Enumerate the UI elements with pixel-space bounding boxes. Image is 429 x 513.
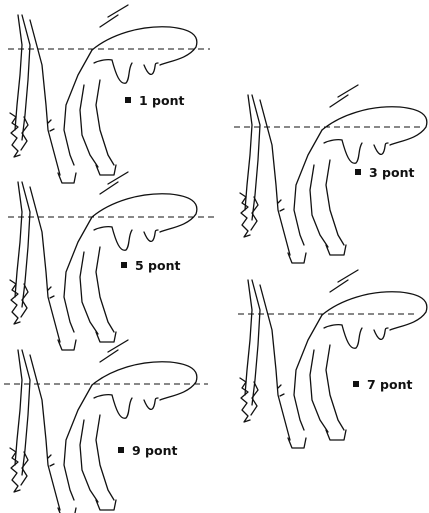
score-label-1-text: 1 pont: [139, 93, 184, 108]
score-label-5: 5 pont: [121, 258, 180, 273]
bullet-icon: [355, 169, 361, 175]
score-label-3-text: 3 pont: [369, 165, 414, 180]
bullet-icon: [353, 381, 359, 387]
bullet-icon: [118, 447, 124, 453]
panel-7-drawing: [238, 270, 427, 448]
score-label-1: 1 pont: [125, 93, 184, 108]
score-label-3: 3 pont: [355, 165, 414, 180]
score-label-5-text: 5 pont: [135, 258, 180, 273]
score-label-9-text: 9 pont: [132, 443, 177, 458]
score-label-7-text: 7 pont: [367, 377, 412, 392]
panel-5-drawing: [8, 172, 214, 350]
score-label-7: 7 pont: [353, 377, 412, 392]
panel-9-drawing: [4, 340, 208, 513]
score-label-9: 9 pont: [118, 443, 177, 458]
bullet-icon: [121, 262, 127, 268]
bullet-icon: [125, 97, 131, 103]
